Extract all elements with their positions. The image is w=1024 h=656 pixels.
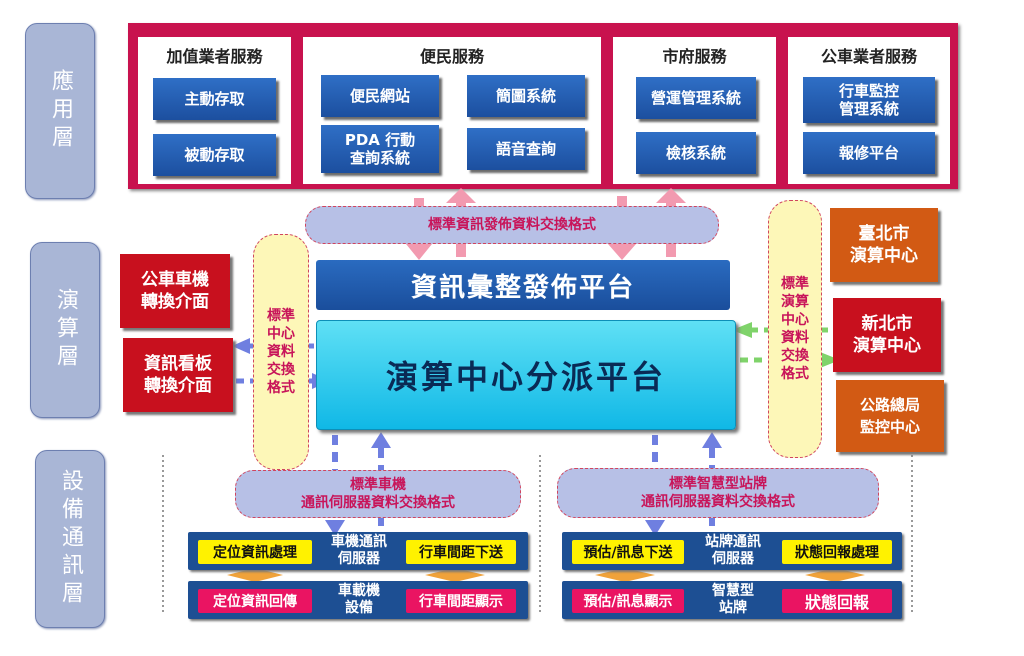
position-processing: 定位資訊處理 [198,540,312,564]
panel-title-bus-operator: 公車業者服務 [820,47,917,66]
arrow-head-left [232,338,250,354]
status-report-processing: 狀態回報處理 [782,540,892,564]
panel-title-value-added: 加值業者服務 [166,47,263,66]
headway-display: 行車間距顯示 [406,589,516,613]
vehicle-device-label: 車載機 設備 [338,583,380,616]
panel-title-citizen: 便民服務 [419,47,484,66]
stop-device-label: 智慧型 站牌 [712,583,754,616]
active-access-button[interactable]: 主動存取 [153,78,276,120]
center-exchange-format-left: 標準 中心 資料 交換 格式 [253,234,309,470]
vehicle-exchange-format: 標準車機 通訊伺服器資料交換格式 [235,470,521,518]
publish-exchange-format: 標準資訊發佈資料交換格式 [305,206,719,244]
signboard-interface: 資訊看板 轉換介面 [123,338,233,412]
stop-server-label: 站牌通訊 伺服器 [705,534,761,567]
layer-label-application: 應用層 [25,23,95,199]
headway-downlink: 行車間距下送 [406,540,516,564]
passive-access-button[interactable]: 被動存取 [153,134,276,176]
pda-query-system-button[interactable]: PDA 行動 查詢系統 [321,125,439,173]
eta-downlink: 預估/訊息下送 [572,540,684,564]
status-report: 狀態回報 [782,589,892,613]
operations-management-button[interactable]: 營運管理系統 [636,77,756,119]
position-uplink: 定位資訊回傳 [198,589,312,613]
info-publish-platform: 資訊彙整發佈平台 [316,260,730,310]
new-taipei-compute-center: 新北市 演算中心 [833,298,941,372]
vehicle-monitoring-button[interactable]: 行車監控 管理系統 [803,77,935,123]
taipei-compute-center: 臺北市 演算中心 [830,208,938,282]
center-exchange-format-right: 標準 演算 中心 資料 交換 格式 [768,200,822,458]
repair-platform-button[interactable]: 報修平台 [803,132,935,174]
voice-query-button[interactable]: 語音查詢 [467,128,585,170]
highway-monitoring-center: 公路總局 監控中心 [836,380,944,452]
panel-title-city: 市府服務 [662,47,727,66]
link-diamonds [227,568,865,582]
inspection-system-button[interactable]: 檢核系統 [636,132,756,174]
vehicle-server-label: 車機通訊 伺服器 [331,534,387,567]
bus-device-interface: 公車車機 轉換介面 [120,254,230,328]
eta-display: 預估/訊息顯示 [572,589,684,613]
layer-label-compute: 演算層 [30,242,100,418]
layer-label-device: 設備通訊層 [35,450,105,628]
citizen-website-button[interactable]: 便民網站 [321,75,439,117]
stop-exchange-format: 標準智慧型站牌 通訊伺服器資料交換格式 [557,468,879,518]
simple-map-system-button[interactable]: 簡圖系統 [467,75,585,117]
dispatch-platform: 演算中心分派平台 [316,320,736,430]
